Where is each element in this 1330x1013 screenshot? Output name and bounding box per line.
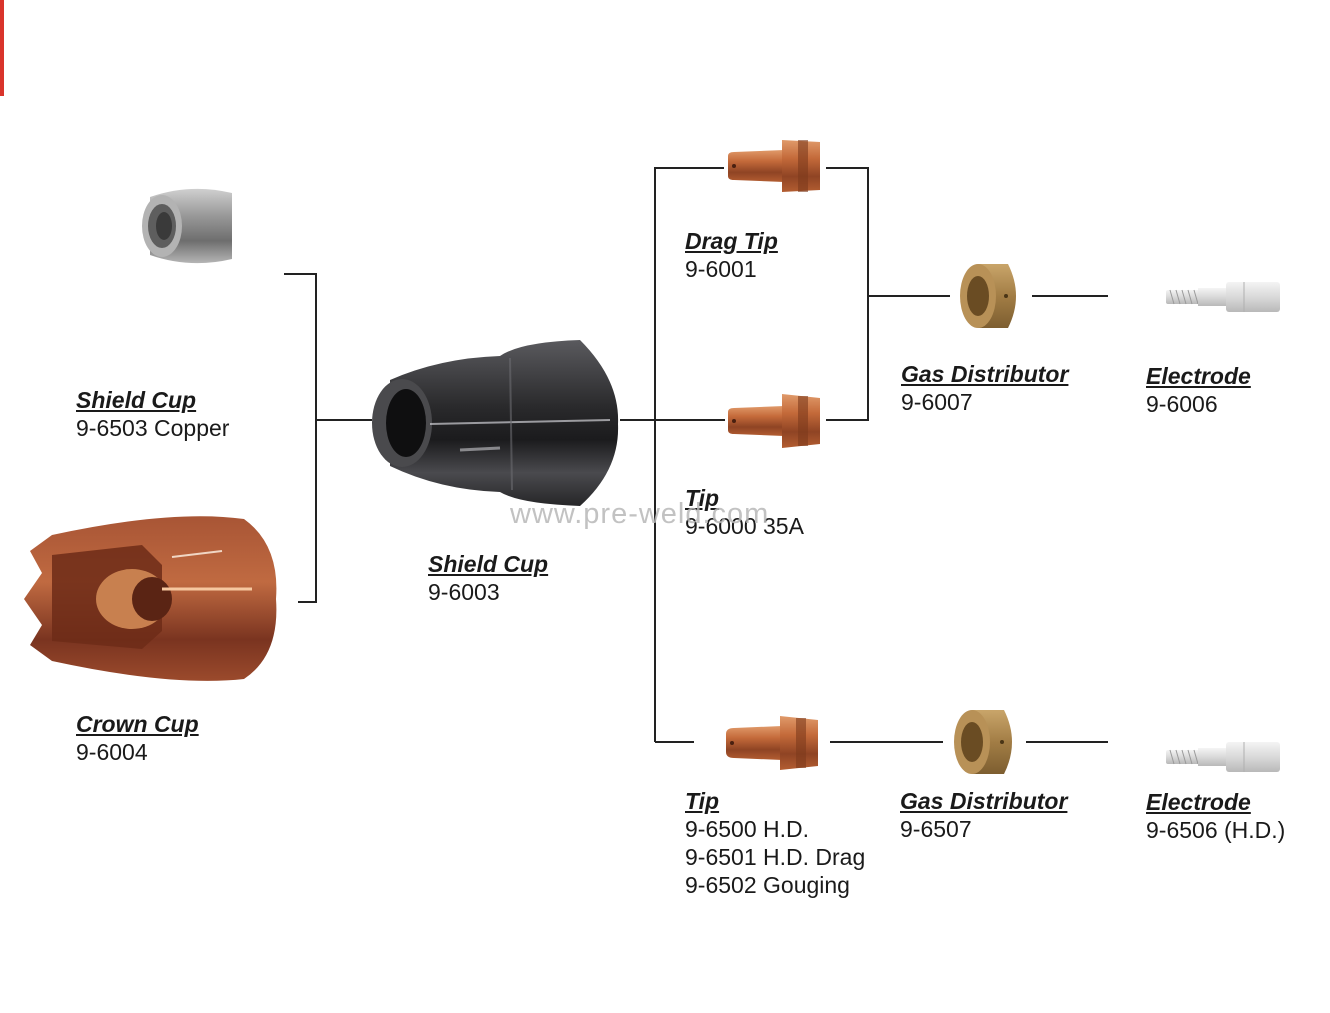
label-electrode-1: Electrode 9-6006 xyxy=(1146,362,1251,418)
tip-hd-icon xyxy=(722,714,822,772)
part-number: 9-6503 Copper xyxy=(76,415,230,441)
label-gas-distributor-2: Gas Distributor 9-6507 xyxy=(900,787,1067,843)
part-number: 9-6004 xyxy=(76,739,148,765)
part-name: Tip xyxy=(685,788,720,814)
part-number: 9-6502 Gouging xyxy=(685,872,850,898)
part-number: 9-6001 xyxy=(685,256,757,282)
accent-bar xyxy=(0,0,4,96)
crown-cup-icon xyxy=(22,515,278,683)
label-tip-hd: Tip 9-6500 H.D. 9-6501 H.D. Drag 9-6502 … xyxy=(685,787,865,899)
part-name: Shield Cup xyxy=(428,551,549,577)
part-name: Gas Distributor xyxy=(901,361,1069,387)
part-number: 9-6007 xyxy=(901,389,973,415)
label-drag-tip: Drag Tip 9-6001 xyxy=(685,227,778,283)
part-name: Drag Tip xyxy=(685,228,778,254)
part-number: 9-6501 H.D. Drag xyxy=(685,844,866,870)
tip-icon xyxy=(724,392,824,450)
part-number: 9-6500 H.D. xyxy=(685,816,810,842)
part-name: Electrode xyxy=(1146,363,1251,389)
label-electrode-2: Electrode 9-6506 (H.D.) xyxy=(1146,788,1285,844)
part-number: 9-6506 (H.D.) xyxy=(1146,817,1286,843)
label-shield-cup-copper: Shield Cup 9-6503 Copper xyxy=(76,386,229,442)
label-shield-cup: Shield Cup 9-6003 xyxy=(428,550,548,606)
label-crown-cup: Crown Cup 9-6004 xyxy=(76,710,199,766)
left-bracket xyxy=(284,273,317,603)
label-tip-35a: Tip 9-6000 35A xyxy=(685,484,804,540)
small-shield-cup-icon xyxy=(140,183,236,269)
part-number: 9-6000 35A xyxy=(685,513,804,539)
shield-cup-icon xyxy=(370,340,620,506)
drag-tip-icon xyxy=(724,136,824,196)
part-name: Crown Cup xyxy=(76,711,199,737)
gas-distributor-2-icon xyxy=(952,706,1020,778)
label-gas-distributor-1: Gas Distributor 9-6007 xyxy=(901,360,1068,416)
part-number: 9-6003 xyxy=(428,579,500,605)
electrode-icon xyxy=(1164,280,1284,314)
part-name: Tip xyxy=(685,485,720,511)
top-tips-bracket xyxy=(826,167,869,421)
part-name: Gas Distributor xyxy=(900,788,1068,814)
part-number: 9-6507 xyxy=(900,816,972,842)
gas-distributor-icon xyxy=(958,260,1024,332)
part-name: Shield Cup xyxy=(76,387,197,413)
part-name: Electrode xyxy=(1146,789,1251,815)
watermark: www.pre-weld.com xyxy=(510,498,770,530)
electrode-2-icon xyxy=(1164,740,1284,774)
part-number: 9-6006 xyxy=(1146,391,1218,417)
branch-trunk xyxy=(654,167,724,742)
